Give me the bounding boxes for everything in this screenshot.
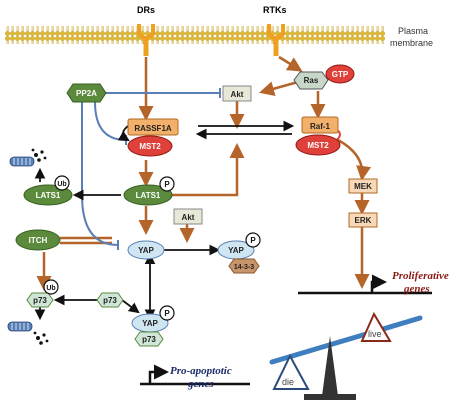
svg-text:YAP: YAP	[228, 246, 244, 255]
arrow-lats1-rassf1a	[172, 143, 245, 197]
degradation-fragments-icon	[33, 331, 49, 345]
scale-beam	[269, 315, 423, 365]
arrow-p73-yap-complex	[121, 299, 140, 314]
live-label: live	[368, 329, 382, 339]
rtk-label: RTKs	[263, 5, 287, 15]
mst2-right-node: MST2	[295, 134, 341, 156]
svg-text:ERK: ERK	[355, 216, 372, 225]
dr-receptor	[137, 24, 155, 56]
die-label: die	[282, 377, 294, 387]
ubiquitin-badge: Ub	[43, 279, 59, 295]
arrow-mst2-mek	[337, 138, 371, 181]
raf1-node: Raf-1	[301, 116, 339, 134]
svg-text:Akt: Akt	[182, 213, 195, 222]
balance-scale-icon	[269, 311, 423, 400]
p73-right-node: p73	[96, 292, 124, 308]
svg-text:Ub: Ub	[46, 285, 55, 292]
svg-text:MEK: MEK	[354, 182, 372, 191]
p1433-node: 14-3-3	[228, 258, 260, 274]
die-triangle	[272, 353, 310, 390]
svg-text:Akt: Akt	[231, 90, 244, 99]
mst2-left-node: MST2	[127, 135, 173, 157]
proliferative-genes-line1: Proliferative	[392, 270, 449, 282]
membrane-label-line1: Plasma	[398, 26, 428, 36]
akt-top-node: Akt	[222, 85, 252, 102]
curved-arrow-rassf1a-mst2	[117, 125, 130, 142]
svg-text:ITCH: ITCH	[29, 236, 48, 245]
lats1-phospho-node: LATS1	[123, 184, 173, 206]
rassf1a-node: RASSF1A	[127, 118, 179, 136]
mek-node: MEK	[348, 178, 378, 194]
pp2a-node: PP2A	[66, 83, 107, 103]
phospho-badge: P	[159, 305, 175, 321]
plasma-membrane	[5, 26, 385, 44]
scale-fulcrum	[322, 336, 338, 396]
inhibit-pp2a-yap	[81, 102, 119, 246]
svg-text:YAP: YAP	[138, 246, 154, 255]
svg-text:Ras: Ras	[304, 76, 319, 85]
degradation-fragments-icon	[31, 148, 47, 162]
svg-text:p73: p73	[142, 335, 156, 344]
arrow-ras-akt	[259, 80, 299, 97]
svg-text:YAP: YAP	[142, 319, 158, 328]
itch-node: ITCH	[15, 229, 61, 251]
p73-left-node: p73	[26, 292, 54, 308]
yap-node: YAP	[127, 240, 165, 260]
p73-complex-node: p73	[134, 331, 164, 347]
svg-text:p73: p73	[103, 296, 117, 305]
svg-text:P: P	[250, 236, 256, 245]
phospho-badge: P	[245, 232, 261, 248]
svg-text:MST2: MST2	[307, 141, 329, 150]
proapoptotic-genes-line2: genes	[187, 378, 214, 390]
live-triangle	[360, 311, 392, 342]
erk-node: ERK	[348, 212, 378, 228]
svg-text:P: P	[164, 309, 170, 318]
membrane-label-line2: membrane	[390, 38, 433, 48]
ras-node: Ras	[293, 71, 329, 90]
proapoptotic-genes-line1: Pro-apoptotic	[170, 365, 232, 377]
arrow-rtk-ras	[278, 55, 303, 72]
svg-text:LATS1: LATS1	[136, 191, 161, 200]
svg-text:PP2A: PP2A	[76, 89, 97, 98]
svg-text:Ub: Ub	[57, 181, 66, 188]
gtp-node: GTP	[325, 64, 355, 84]
phospho-badge: P	[159, 176, 175, 192]
svg-text:MST2: MST2	[139, 142, 161, 151]
dr-label: DRs	[137, 5, 155, 15]
inhibit-pp2a-mst2	[94, 101, 127, 141]
proteasome-icon	[9, 156, 35, 167]
svg-text:p73: p73	[33, 296, 47, 305]
svg-text:Raf-1: Raf-1	[310, 122, 331, 131]
svg-text:LATS1: LATS1	[36, 191, 61, 200]
akt-mid-node: Akt	[173, 208, 203, 225]
svg-text:GTP: GTP	[332, 70, 349, 79]
rtk-receptor	[267, 24, 285, 56]
svg-text:RASSF1A: RASSF1A	[134, 124, 172, 133]
svg-text:P: P	[164, 180, 170, 189]
svg-text:14-3-3: 14-3-3	[234, 264, 254, 271]
proliferative-genes-line2: genes	[403, 283, 430, 295]
ubiquitin-badge: Ub	[54, 175, 70, 191]
proteasome-icon	[7, 321, 33, 332]
